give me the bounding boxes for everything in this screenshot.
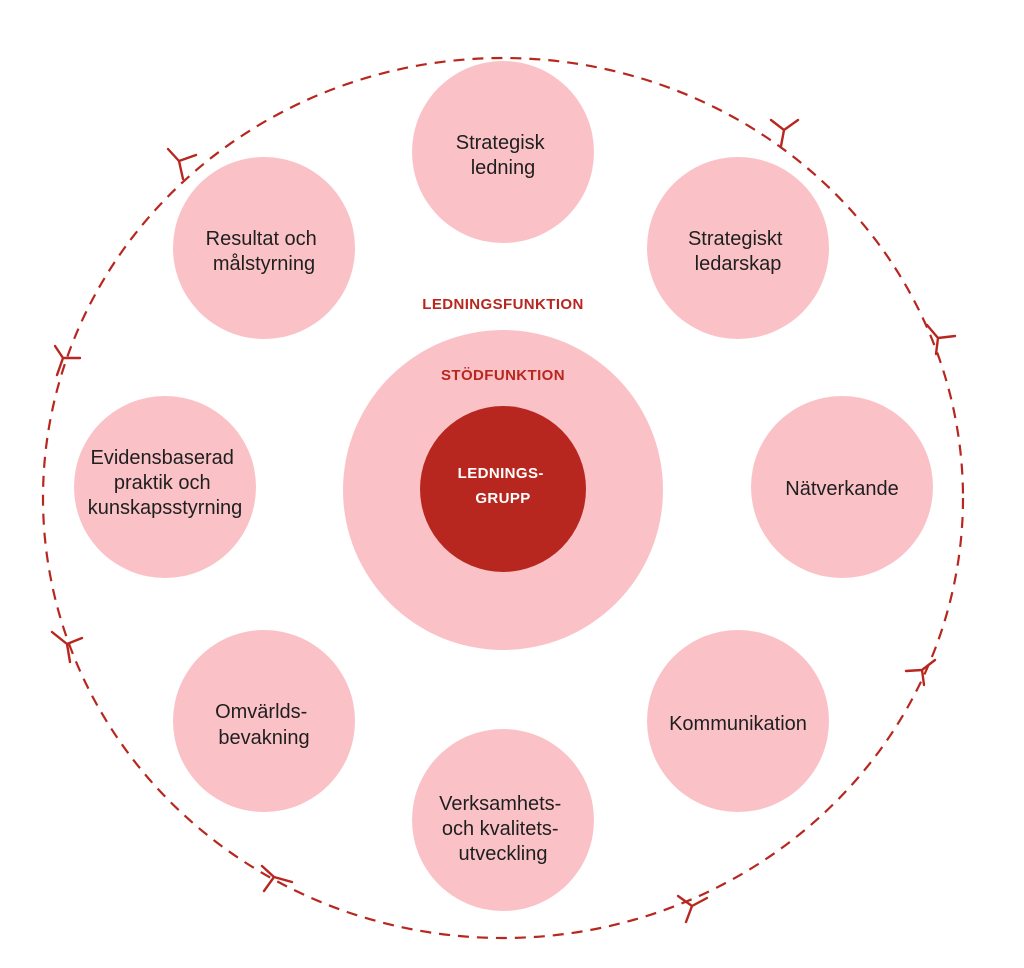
node-label-line: Omvärlds-: [215, 701, 307, 723]
node-strategiskt-ledarskap: Strategiskt ledarskap: [647, 157, 829, 339]
svg-text:Evidensbaserad praktik o: Evidensbaserad praktik och kunskapsstyrn…: [88, 447, 243, 519]
node-label-line: kunskapsstyrning: [88, 497, 243, 519]
cycle-arrows: [50, 118, 957, 924]
cycle-arrow-icon: [53, 344, 82, 377]
node-label-line: Evidensbaserad: [91, 447, 234, 469]
svg-text:Kommunikation: Kommunikation: [669, 713, 807, 735]
node-label-line: Kommunikation: [669, 713, 807, 735]
center-label-line: LEDNINGS-: [458, 465, 544, 482]
svg-text:Omvärlds- bevakning: Omvärlds- bevakning: [215, 701, 313, 749]
node-label-line: praktik och: [114, 472, 211, 494]
center-ledningsgrupp: LEDNINGS- GRUPP: [420, 406, 586, 572]
node-kommunikation: Kommunikation: [647, 630, 829, 812]
node-omvarldsbevakning: Omvärlds- bevakning: [173, 630, 355, 812]
svg-text:Strategiskt ledarskap: Strategiskt ledarskap: [688, 228, 788, 275]
heading-ledningsfunktion: LEDNINGSFUNKTION: [422, 296, 583, 313]
node-evidensbaserad-praktik: Evidensbaserad praktik och kunskapsstyrn…: [74, 396, 256, 578]
node-verksamhets-och-kvalitetsutveckling: Verksamhets- och kvalitets- utveckling: [412, 729, 594, 911]
node-label-line: Resultat och: [206, 228, 317, 250]
svg-text:Resultat och målstyrning: Resultat och målstyrning: [206, 228, 323, 275]
cycle-arrow-icon: [925, 323, 957, 356]
node-label-line: Strategisk: [456, 132, 546, 154]
node-label-line: och kvalitets-: [442, 818, 559, 840]
heading-stodfunktion: STÖDFUNKTION: [441, 367, 565, 384]
node-label-line: ledarskap: [695, 253, 782, 275]
cycle-arrow-icon: [676, 894, 709, 924]
cycle-arrow-icon: [50, 630, 84, 664]
svg-text:Nätverkande: Nätverkande: [785, 478, 898, 500]
node-label-line: Strategiskt: [688, 228, 783, 250]
svg-text:Strategisk ledning: Strategisk ledning: [456, 132, 551, 179]
node-label-line: Nätverkande: [785, 478, 898, 500]
cycle-arrow-icon: [769, 118, 800, 148]
node-natverkande: Nätverkande: [751, 396, 933, 578]
node-strategisk-ledning: Strategisk ledning: [412, 61, 594, 243]
svg-text:LEDNINGS- GRUPP: LEDNINGS- GRUPP: [458, 465, 549, 507]
cycle-arrow-icon: [166, 147, 198, 181]
cycle-dashed-circle: [41, 56, 965, 940]
node-resultat-och-malstyrning: Resultat och målstyrning: [173, 157, 355, 339]
cycle-arrow-icon: [904, 658, 937, 687]
svg-text:Verksamhets- och kvalite: Verksamhets- och kvalitets- utveckling: [439, 793, 567, 865]
cycle-arrow-icon: [260, 864, 294, 893]
node-label-line: bevakning: [218, 727, 309, 749]
node-label-line: utveckling: [459, 843, 548, 865]
node-label-line: målstyrning: [213, 253, 315, 275]
node-label-line: ledning: [471, 157, 536, 179]
node-label-line: Verksamhets-: [439, 793, 561, 815]
center-label-line: GRUPP: [475, 490, 530, 507]
